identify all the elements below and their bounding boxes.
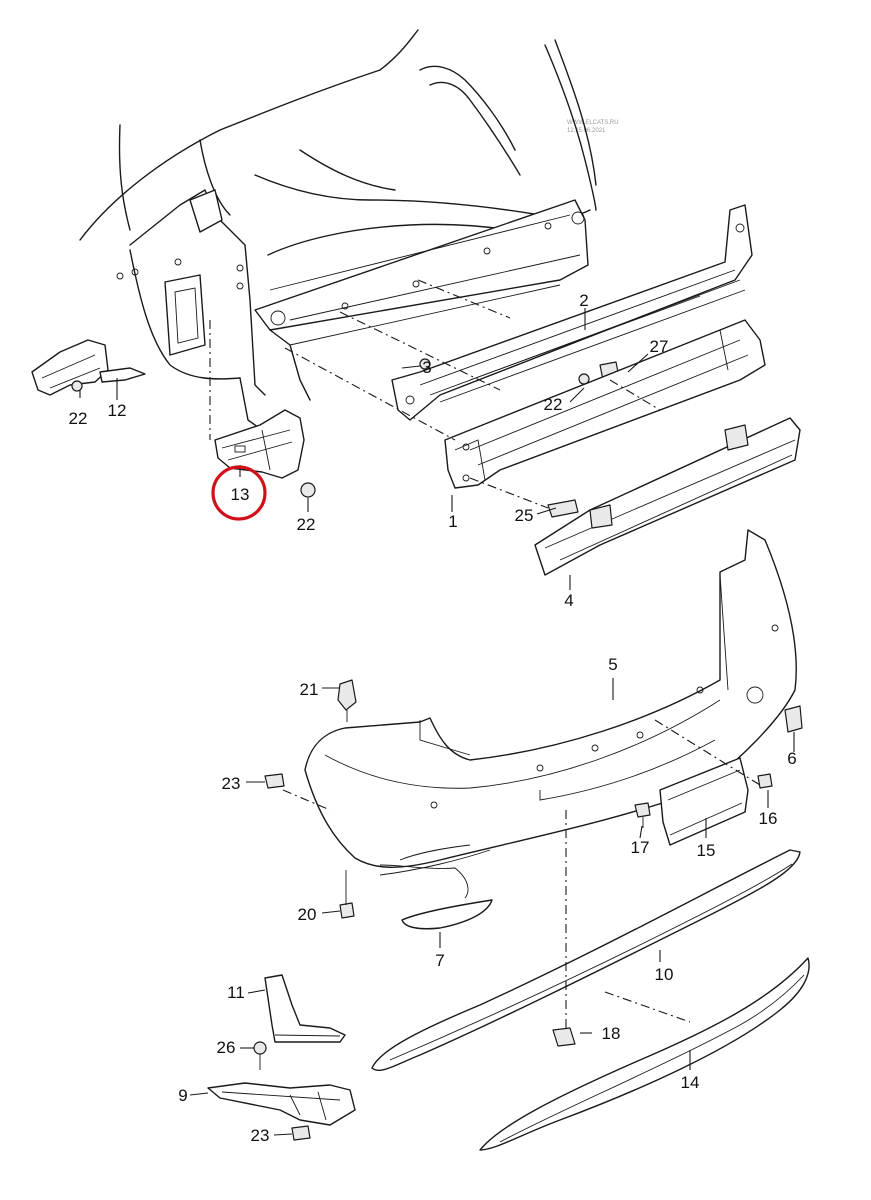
callout-6[interactable]: 6 [787, 749, 796, 768]
highlight-circle [211, 465, 267, 521]
callout-2[interactable]: 2 [579, 291, 588, 310]
callout-5[interactable]: 5 [608, 655, 617, 674]
callout-23-upper[interactable]: 23 [222, 774, 241, 793]
part-12-bracket-left [31, 339, 146, 396]
callout-15[interactable]: 15 [697, 841, 716, 860]
callout-25[interactable]: 25 [515, 506, 534, 525]
callout-13[interactable]: 13 [231, 485, 250, 504]
part-5-bumper-cover [304, 529, 797, 876]
part-4-absorber [534, 417, 801, 576]
callout-27[interactable]: 27 [650, 337, 669, 356]
callout-14[interactable]: 14 [681, 1073, 700, 1092]
callout-4[interactable]: 4 [564, 591, 573, 610]
part-1-impact-bar [444, 319, 766, 518]
rear-body-shell [79, 29, 597, 431]
callout-26[interactable]: 26 [217, 1038, 236, 1057]
part-14-diffuser [479, 957, 810, 1151]
part-10-trim-strip [371, 849, 801, 1072]
callout-23-lower[interactable]: 23 [251, 1126, 270, 1145]
watermark-line1: WWW.ELCATS.RU [567, 120, 619, 126]
part-9-bracket [207, 1082, 356, 1126]
callout-16[interactable]: 16 [759, 809, 778, 828]
callout-22-left[interactable]: 22 [69, 409, 88, 428]
callout-18[interactable]: 18 [602, 1024, 621, 1043]
callout-17[interactable]: 17 [631, 838, 650, 857]
callout-22-carrier[interactable]: 22 [544, 395, 563, 414]
callout-21[interactable]: 21 [300, 680, 319, 699]
callout-20[interactable]: 20 [298, 905, 317, 924]
callout-1[interactable]: 1 [448, 512, 457, 531]
callout-10[interactable]: 10 [655, 965, 674, 984]
callout-22-bracket[interactable]: 22 [297, 515, 316, 534]
callout-7[interactable]: 7 [435, 951, 444, 970]
callout-3[interactable]: 3 [422, 358, 431, 377]
fasteners [253, 679, 803, 1141]
part-13-bracket[interactable] [214, 409, 316, 498]
callout-11[interactable]: 11 [227, 983, 245, 1002]
part-7-reflector [379, 864, 493, 930]
leader-lines [79, 308, 795, 1136]
callout-9[interactable]: 9 [178, 1086, 187, 1105]
callout-12[interactable]: 12 [108, 401, 127, 420]
part-11-bracket [264, 974, 346, 1043]
